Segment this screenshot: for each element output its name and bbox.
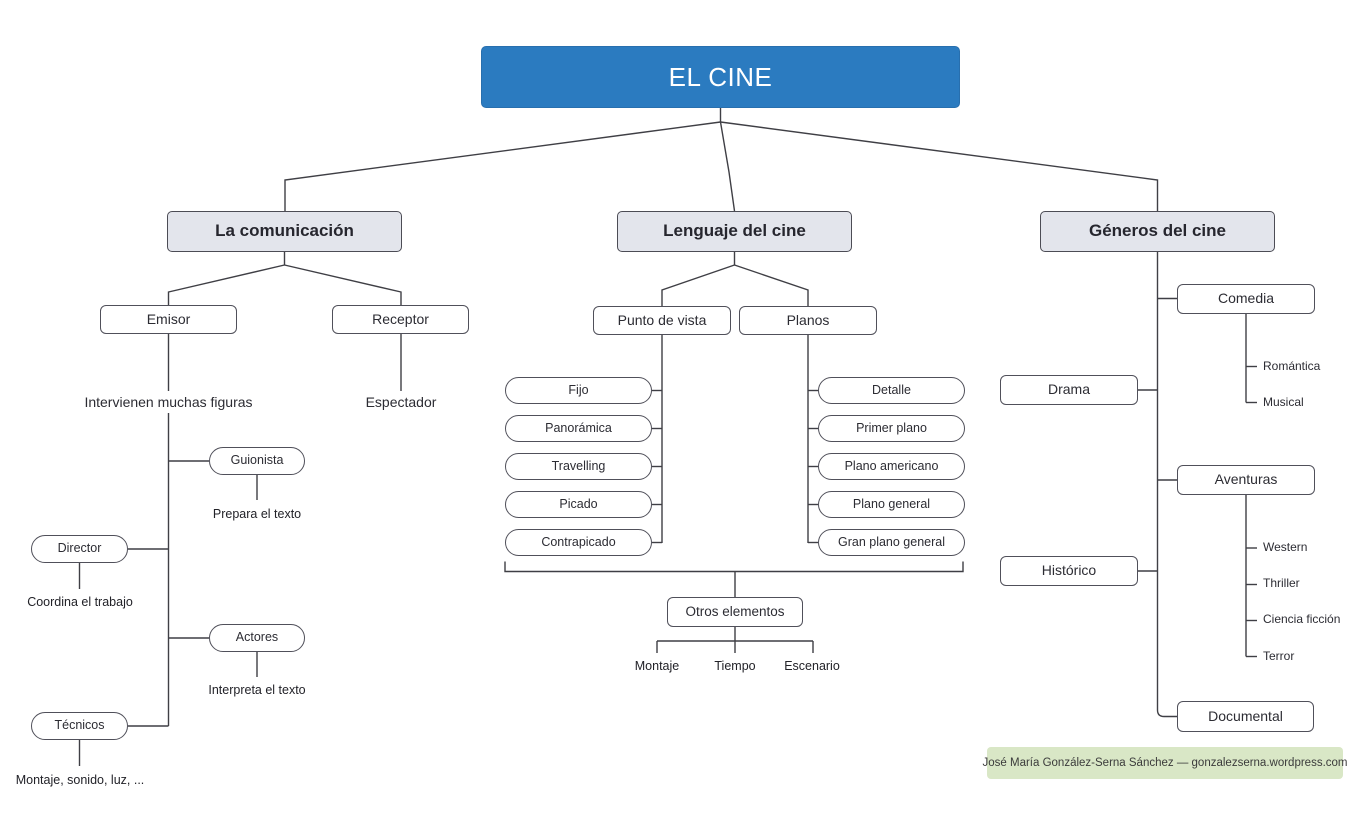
- node-tecnicos: Técnicos: [31, 712, 128, 740]
- node-director: Director: [31, 535, 128, 563]
- genre-sub-label: Terror: [1263, 649, 1295, 664]
- node-planos: Planos: [739, 306, 877, 335]
- label-tiempo: Tiempo: [714, 659, 756, 674]
- note-guionista: Prepara el texto: [212, 507, 302, 522]
- branch-header-generos: Géneros del cine: [1040, 211, 1275, 252]
- genre-sub-label: Ciencia ficción: [1263, 612, 1341, 627]
- label-escenario: Escenario: [784, 659, 840, 674]
- note-director: Coordina el trabajo: [27, 595, 133, 610]
- label-intervienen-muchas-figuras: Intervienen muchas figuras: [84, 394, 253, 411]
- genre-sub-label: Western: [1263, 540, 1308, 555]
- planos-item: Detalle: [818, 377, 965, 404]
- planos-item: Plano americano: [818, 453, 965, 480]
- root-node-el-cine: EL CINE: [481, 46, 960, 108]
- note-tecnicos: Montaje, sonido, luz, ...: [15, 773, 145, 788]
- planos-item: Gran plano general: [818, 529, 965, 556]
- node-guionista: Guionista: [209, 447, 305, 475]
- node-otros-elementos: Otros elementos: [667, 597, 803, 627]
- node-aventuras: Aventuras: [1177, 465, 1315, 495]
- node-documental: Documental: [1177, 701, 1314, 732]
- branch-header-comunicacion: La comunicación: [167, 211, 402, 252]
- node-actores: Actores: [209, 624, 305, 652]
- genre-sub-label: Thriller: [1263, 576, 1300, 591]
- credit-badge: José María González-Serna Sánchez — gonz…: [983, 747, 1348, 779]
- node-punto-de-vista: Punto de vista: [593, 306, 731, 335]
- note-actores: Interpreta el texto: [208, 683, 306, 698]
- planos-item: Primer plano: [818, 415, 965, 442]
- punto-de-vista-item: Travelling: [505, 453, 652, 480]
- node-comedia: Comedia: [1177, 284, 1315, 314]
- genre-sub-label: Musical: [1263, 395, 1304, 410]
- node-drama: Drama: [1000, 375, 1138, 405]
- label-espectador: Espectador: [365, 394, 437, 411]
- punto-de-vista-item: Panorámica: [505, 415, 652, 442]
- label-montaje: Montaje: [634, 659, 680, 674]
- punto-de-vista-item: Fijo: [505, 377, 652, 404]
- node-emisor: Emisor: [100, 305, 237, 334]
- genre-sub-label: Romántica: [1263, 359, 1321, 374]
- punto-de-vista-item: Picado: [505, 491, 652, 518]
- node-historico: Histórico: [1000, 556, 1138, 586]
- planos-item: Plano general: [818, 491, 965, 518]
- branch-header-lenguaje: Lenguaje del cine: [617, 211, 852, 252]
- node-receptor: Receptor: [332, 305, 469, 334]
- punto-de-vista-item: Contrapicado: [505, 529, 652, 556]
